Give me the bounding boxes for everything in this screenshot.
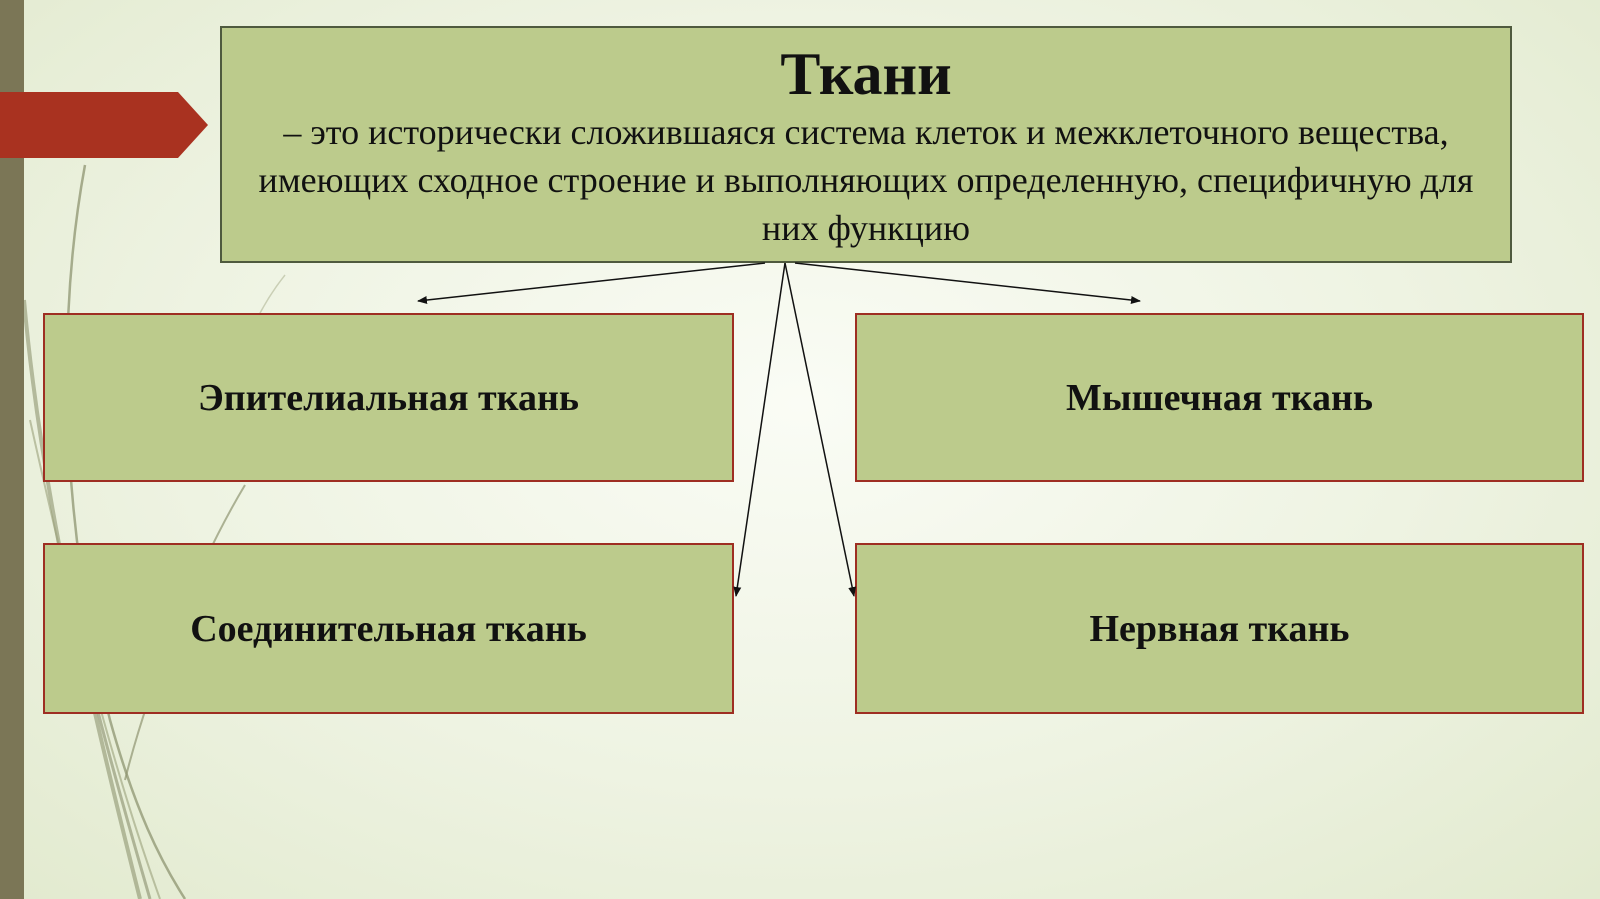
- connective-tissue-box: Соединительная ткань: [43, 543, 734, 714]
- epithelial-tissue-box: Эпителиальная ткань: [43, 313, 734, 482]
- diagram-title: Ткани: [780, 41, 952, 107]
- muscle-tissue-box: Мышечная ткань: [855, 313, 1584, 482]
- epithelial-tissue-label: Эпителиальная ткань: [198, 376, 579, 419]
- nervous-tissue-box: Нервная ткань: [855, 543, 1584, 714]
- muscle-tissue-label: Мышечная ткань: [1066, 376, 1373, 419]
- tissue-definition: – это исторически сложившаяся система кл…: [258, 112, 1474, 248]
- connective-tissue-label: Соединительная ткань: [190, 607, 587, 650]
- title-box: Ткани – это исторически сложившаяся сист…: [220, 26, 1512, 263]
- red-arrow-tab: [0, 92, 208, 158]
- nervous-tissue-label: Нервная ткань: [1089, 607, 1350, 650]
